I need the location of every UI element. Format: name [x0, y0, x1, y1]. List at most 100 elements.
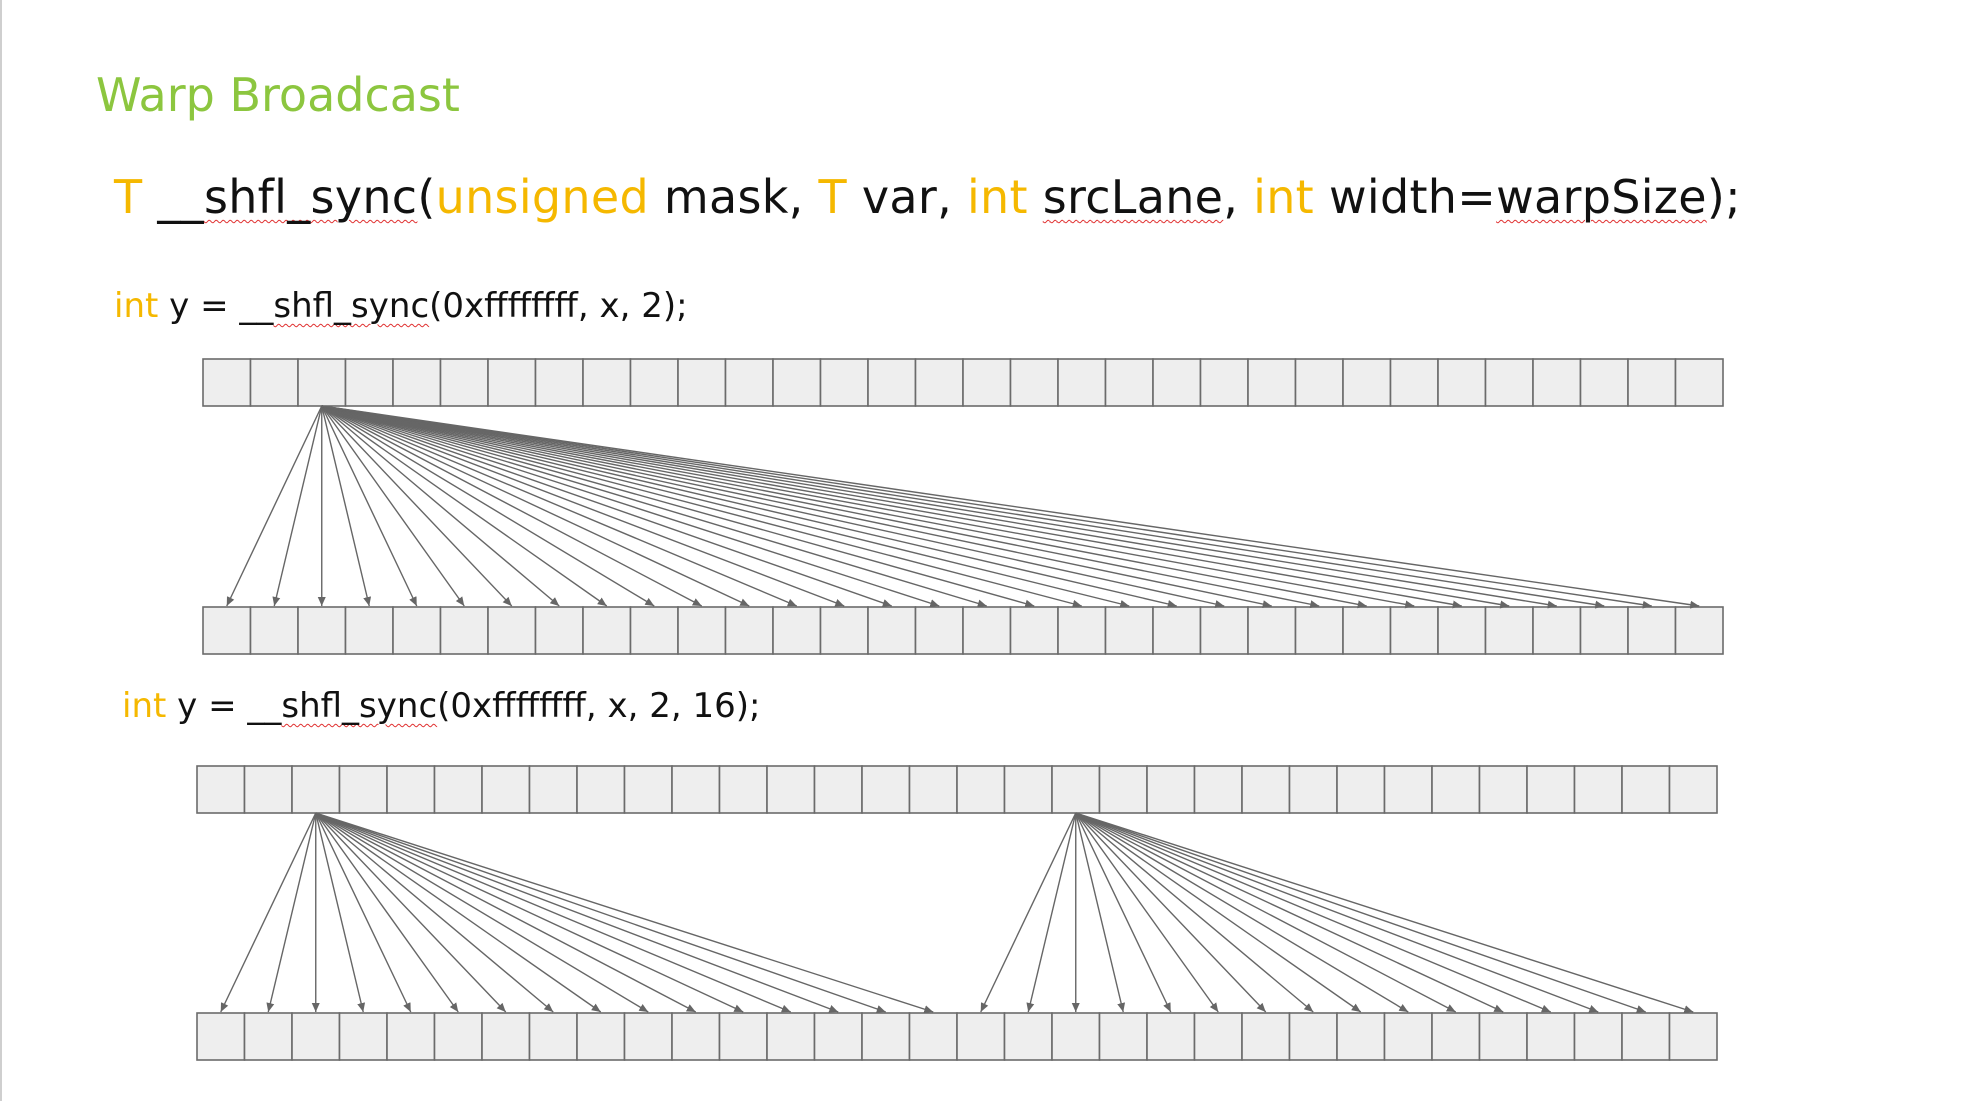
lane-cell — [249, 358, 299, 407]
lane-cell — [1579, 606, 1629, 655]
lane-cell — [1532, 358, 1582, 407]
lane-cell — [534, 358, 584, 407]
lane-cell — [1389, 606, 1439, 655]
lane-cell — [1199, 606, 1249, 655]
slide-title: Warp Broadcast — [96, 68, 460, 122]
broadcast-arrow — [321, 405, 1082, 608]
lane-cell — [1668, 1012, 1718, 1061]
lane-cell — [1526, 1012, 1576, 1061]
lane-cell — [344, 606, 394, 655]
broadcast-arrow — [1075, 812, 1172, 1013]
lane-cell — [956, 765, 1006, 814]
broadcast-arrow — [315, 812, 744, 1013]
lane-cell — [813, 765, 863, 814]
unsigned-keyword: unsigned — [435, 170, 649, 224]
lane-cell — [433, 765, 483, 814]
lane-cell — [1193, 1012, 1243, 1061]
broadcast-arrow — [321, 405, 1035, 608]
lane-cell — [1437, 358, 1487, 407]
lane-cell — [1098, 1012, 1148, 1061]
lane-cell — [772, 606, 822, 655]
lane-cell — [1247, 358, 1297, 407]
lane-cell — [576, 765, 626, 814]
code-args: (0xffffffff, x, 2); — [429, 286, 688, 326]
lane-cell — [1478, 1012, 1528, 1061]
lane-cell — [1573, 1012, 1623, 1061]
lane-cell — [623, 765, 673, 814]
lane-cell — [528, 1012, 578, 1061]
lane-cell — [1152, 606, 1202, 655]
lane-cell — [582, 358, 632, 407]
lane-cell — [1627, 358, 1677, 407]
broadcast-arrow — [315, 812, 602, 1013]
lane-cell — [1146, 1012, 1196, 1061]
broadcast-arrow — [321, 405, 703, 607]
broadcast-arrow — [321, 405, 655, 607]
lane-cell — [291, 765, 341, 814]
lane-cell — [1009, 606, 1059, 655]
function-name: shfl_sync — [273, 286, 430, 326]
function-signature: T __shfl_sync(unsigned mask, T var, int … — [114, 170, 1741, 224]
example-code-1: int y = __shfl_sync(0xffffffff, x, 2); — [114, 286, 688, 326]
lane-cell — [1009, 358, 1059, 407]
lane-cell — [1146, 765, 1196, 814]
lane-cell — [243, 765, 293, 814]
lane-cell — [1437, 606, 1487, 655]
broadcast-arrow — [315, 812, 459, 1013]
lane-cell — [1193, 765, 1243, 814]
lane-cell — [1627, 606, 1677, 655]
lane-cell — [908, 765, 958, 814]
lane-cell — [439, 606, 489, 655]
lane-cell — [766, 765, 816, 814]
broadcast-arrow — [321, 405, 1367, 609]
lane-cell — [1484, 606, 1534, 655]
lane-cell — [534, 606, 584, 655]
lane-cell — [1152, 358, 1202, 407]
broadcast-arrow — [315, 812, 366, 1013]
lane-cell — [908, 1012, 958, 1061]
broadcast-arrow — [1075, 812, 1219, 1013]
lane-cell — [1579, 358, 1629, 407]
broadcast-arrow — [321, 405, 1510, 609]
broadcast-arrow — [226, 405, 323, 607]
lane-cell — [202, 358, 252, 407]
lane-cell — [1668, 765, 1718, 814]
lane-cell — [344, 358, 394, 407]
lane-cell — [1674, 606, 1724, 655]
lane-cell — [1336, 765, 1386, 814]
destination-lane-row — [196, 1012, 1718, 1061]
lane-cell — [1573, 765, 1623, 814]
broadcast-arrow — [321, 405, 750, 607]
lane-cell — [1389, 358, 1439, 407]
lane-cell — [718, 765, 768, 814]
broadcast-arrow — [266, 812, 317, 1013]
broadcast-arrow — [1075, 812, 1599, 1013]
lane-cell — [677, 606, 727, 655]
example-2-diagram — [196, 765, 1718, 1061]
broadcast-arrow — [1075, 812, 1552, 1013]
broadcast-arrow — [321, 405, 798, 607]
broadcast-arrow — [315, 812, 554, 1013]
lane-cell — [861, 765, 911, 814]
broadcast-arrow — [315, 812, 697, 1013]
lane-cell — [1288, 1012, 1338, 1061]
lane-cell — [813, 1012, 863, 1061]
broadcast-arrow — [272, 405, 323, 607]
code-args: (0xffffffff, x, 2, 16); — [437, 686, 761, 726]
lane-cell — [914, 606, 964, 655]
lane-cell — [1383, 1012, 1433, 1061]
broadcast-arrow — [980, 812, 1077, 1013]
broadcast-arrow — [321, 405, 940, 608]
lane-cell — [1288, 765, 1338, 814]
lane-cell — [249, 606, 299, 655]
lane-cell — [439, 358, 489, 407]
lane-cell — [392, 606, 442, 655]
lane-cell — [196, 1012, 246, 1061]
lane-cell — [1199, 358, 1249, 407]
broadcast-arrow — [321, 405, 1605, 609]
int-keyword-2: int — [1253, 170, 1315, 224]
lane-cell — [1057, 606, 1107, 655]
lane-cell — [867, 358, 917, 407]
lane-cell — [1098, 765, 1148, 814]
